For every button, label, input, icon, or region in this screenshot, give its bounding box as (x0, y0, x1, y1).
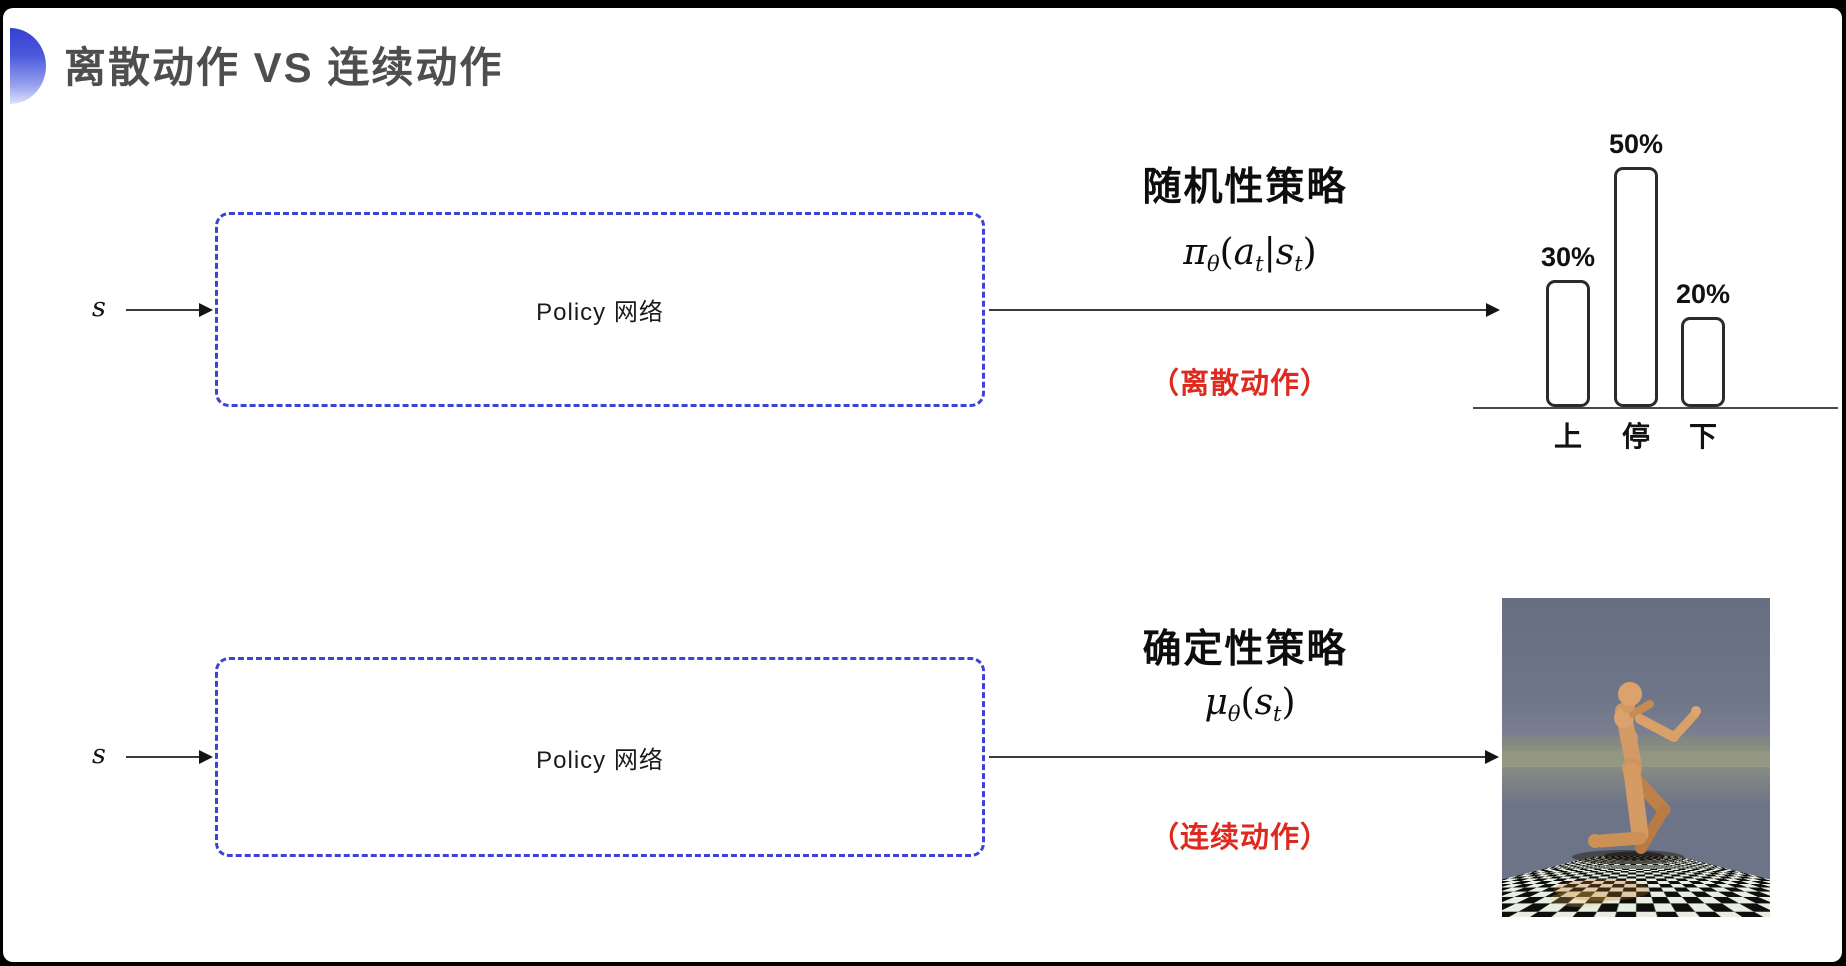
policy-network-label: Policy 网络 (536, 746, 664, 774)
mujoco-humanoid-render (1502, 598, 1770, 917)
bar-value-label: 30% (1540, 242, 1596, 272)
bar-category-label: 停 (1621, 421, 1650, 452)
input-arrow (126, 750, 213, 764)
policy-network-label: Policy 网络 (536, 299, 664, 326)
output-arrow (989, 303, 1500, 317)
bar-column: 30% 上 (1541, 242, 1595, 452)
bar-value-label: 20% (1675, 279, 1731, 309)
probability-bar-chart: 30% 上 50% 停 20% 下 (1473, 128, 1838, 452)
policy-formula: πθ(at|st) (1183, 232, 1317, 276)
policy-type-label: 随机性策略 (1142, 166, 1348, 209)
bar-rect (1614, 167, 1658, 407)
bar-category-label: 下 (1688, 421, 1717, 452)
bar-category-label: 上 (1553, 421, 1582, 452)
action-type-note: （离散动作） (1149, 368, 1330, 400)
state-input-label: s (92, 739, 106, 770)
axis-baseline (1473, 407, 1838, 409)
bar-value-label: 50% (1608, 129, 1664, 159)
output-arrow (989, 750, 1499, 764)
page-title: 离散动作 VS 连续动作 (64, 44, 504, 91)
humanoid-figure (1550, 682, 1701, 907)
bar-column: 50% 停 (1609, 129, 1663, 452)
policy-formula: μθ(st) (1204, 682, 1296, 726)
input-arrow (126, 303, 213, 317)
bar-rect (1546, 280, 1590, 407)
bar-rect (1681, 317, 1725, 407)
state-input-label: s (92, 292, 106, 323)
policy-network-box: Policy 网络 (215, 657, 985, 857)
policy-type-label: 确定性策略 (1142, 628, 1348, 671)
policy-network-box: Policy 网络 (215, 212, 985, 407)
action-type-note: （连续动作） (1149, 822, 1330, 854)
bar-column: 20% 下 (1676, 279, 1730, 452)
